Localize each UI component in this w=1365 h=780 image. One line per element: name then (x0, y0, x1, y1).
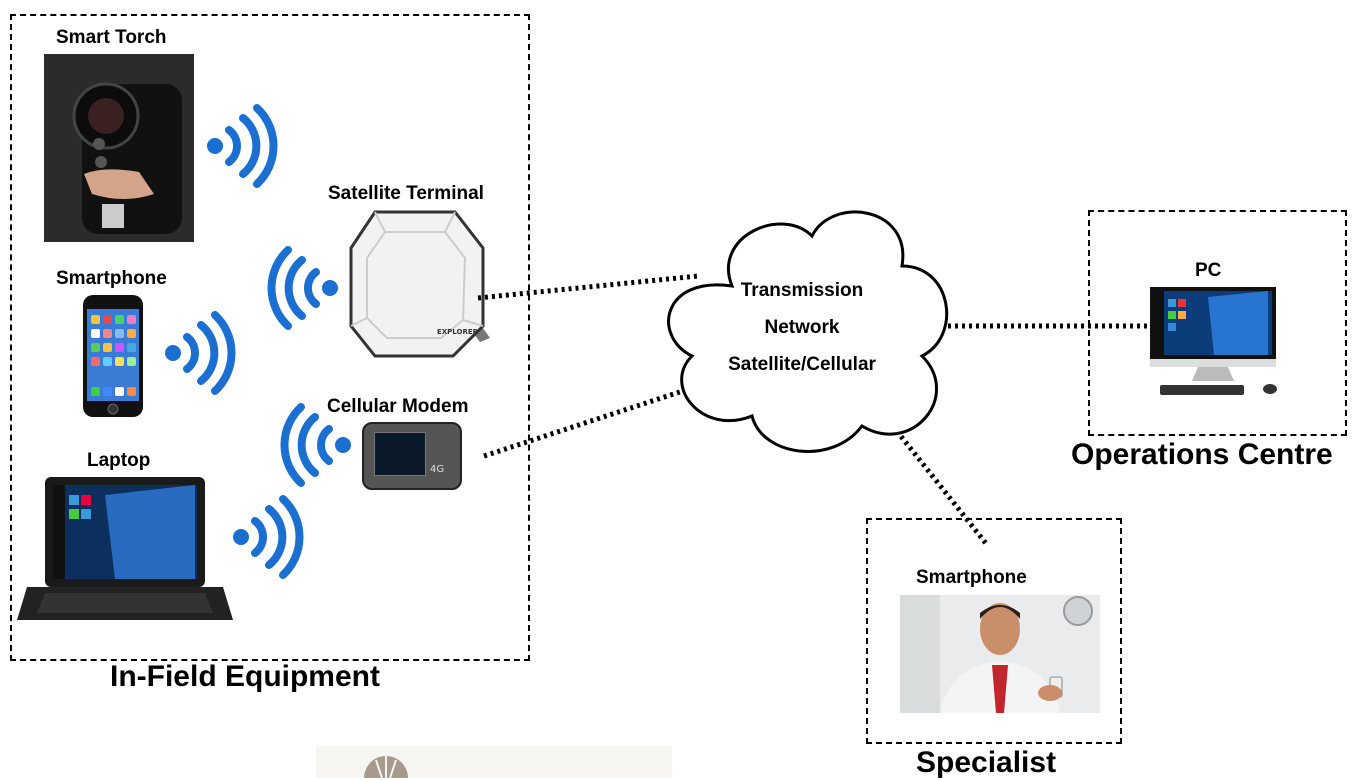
network-line-2: Network (764, 317, 840, 338)
operations-centre-title: Operations Centre (1071, 438, 1333, 471)
cellular-modem-image: 4G (362, 422, 462, 490)
network-line-1: Transmission (740, 280, 864, 301)
laptop-label: Laptop (87, 450, 151, 471)
pc-label: PC (1195, 260, 1222, 281)
satellite-terminal-image: EXPLORER (349, 210, 490, 358)
specialist-title: Specialist (916, 746, 1057, 779)
smart-torch-label: Smart Torch (56, 27, 167, 48)
smartphone-label: Smartphone (56, 268, 167, 289)
operations-centre-box (1088, 210, 1347, 436)
satellite-terminal-label: Satellite Terminal (328, 183, 484, 204)
wifi-icon-satellite (267, 246, 338, 330)
modem-screen (374, 432, 426, 476)
specialist-smartphone-label: Smartphone (916, 567, 1027, 588)
globe-logo-icon (364, 756, 408, 779)
laptop-image (17, 477, 233, 620)
satellite-brand-text: EXPLORER (437, 328, 479, 336)
smart-torch-image (44, 54, 194, 242)
smartphone-screen (87, 309, 139, 415)
transmission-network-cloud (667, 210, 949, 453)
wifi-icon-smart-torch (207, 104, 278, 188)
in-field-equipment-title: In-Field Equipment (110, 660, 380, 693)
wifi-icon-smartphone (165, 311, 236, 395)
specialist-box (866, 518, 1122, 744)
network-line-3: Satellite/Cellular (728, 354, 876, 375)
wifi-icon-modem (280, 403, 351, 487)
smartphone-image (83, 295, 143, 417)
wifi-icon-laptop (233, 495, 304, 579)
cellular-modem-label: Cellular Modem (327, 396, 469, 417)
logo-watermark (316, 746, 672, 779)
in-field-equipment-box (10, 14, 530, 661)
modem-4g-label: 4G (430, 464, 445, 475)
specialist-photo (900, 595, 1100, 713)
smart-torch-photo (44, 54, 194, 242)
pc-image (1150, 287, 1277, 395)
